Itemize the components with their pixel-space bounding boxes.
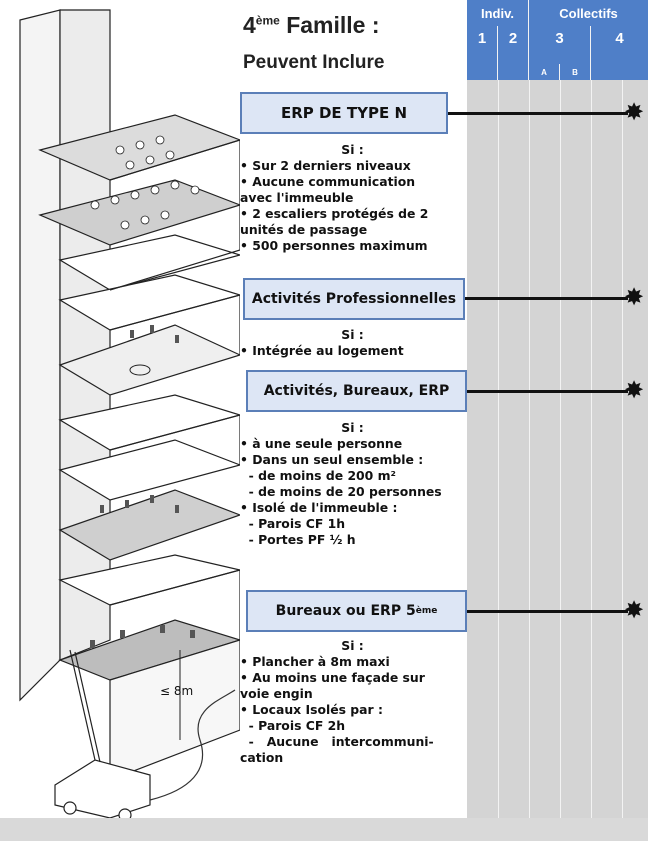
- marker-icon: ✸: [624, 284, 645, 311]
- conditions-erp-type-n: Si : • Sur 2 derniers niveaux • Aucune c…: [240, 142, 429, 253]
- connector-2: [465, 297, 628, 300]
- bottom-strip: [0, 818, 648, 841]
- subtitle: Peuvent Inclure: [243, 52, 385, 73]
- header-indiv: Indiv.: [467, 0, 529, 26]
- box-erp-type-n: ERP DE TYPE N: [240, 92, 448, 134]
- conditions-activites-bureaux-erp: Si : • à une seule personne • Dans un se…: [240, 420, 442, 547]
- box-activites-bureaux-erp: Activités, Bureaux, ERP: [246, 370, 467, 412]
- col-4: 4: [615, 30, 624, 47]
- connector-3: [467, 390, 628, 393]
- conditions-activites-professionnelles: Si : • Intégrée au logement: [240, 327, 404, 358]
- marker-icon: ✸: [624, 597, 645, 624]
- col-3: 3: [529, 26, 591, 64]
- col-3a: A: [529, 64, 560, 80]
- marker-icon: ✸: [624, 99, 645, 126]
- col-3b: B: [560, 64, 591, 80]
- col-1: 1: [467, 26, 498, 64]
- height-label: ≤ 8m: [160, 684, 193, 698]
- header-collectifs: Collectifs: [559, 5, 618, 21]
- title: 4ème Famille :: [243, 12, 380, 38]
- connector-1: [448, 112, 628, 115]
- building-illustration: ≤ 8m: [19, 9, 240, 822]
- col-2: 2: [498, 26, 529, 64]
- marker-icon: ✸: [624, 377, 645, 404]
- box-activites-professionnelles: Activités Professionnelles: [243, 278, 465, 320]
- conditions-bureaux-erp-5: Si : • Plancher à 8m maxi • Au moins une…: [240, 638, 434, 765]
- connector-4: [467, 610, 628, 613]
- category-grid: Indiv. Collectifs 1 2 3 4 A B: [467, 0, 648, 818]
